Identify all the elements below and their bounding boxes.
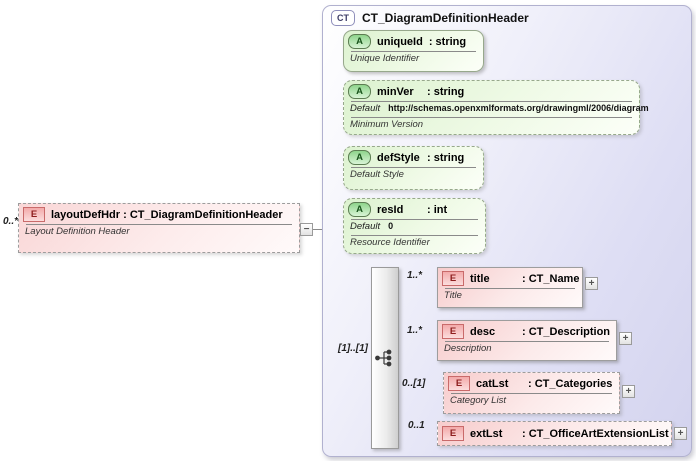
element-description: Description (444, 343, 492, 354)
element-description: Layout Definition Header (25, 226, 130, 237)
title-multiplicity: 1..* (407, 270, 423, 281)
attribute-badge: A (348, 34, 371, 49)
attribute-box-minver[interactable]: A minVer : string Default http://schemas… (343, 80, 649, 135)
element-box-catlst[interactable]: E catLst : CT_Categories Category List (443, 372, 620, 414)
divider (351, 219, 478, 220)
divider (351, 235, 478, 236)
element-badge: E (442, 324, 464, 339)
element-type: : CT_Categories (528, 377, 613, 390)
element-type: : CT_OfficeArtExtensionList (522, 427, 669, 440)
extlst-multiplicity: 0..1 (408, 420, 425, 431)
collapse-icon[interactable]: − (300, 223, 313, 236)
attribute-badge: A (348, 150, 371, 165)
attribute-name: minVer (377, 85, 414, 98)
sequence-multiplicity: [1]..[1] (338, 343, 368, 354)
sequence-icon (374, 348, 396, 368)
divider (26, 224, 292, 225)
attribute-name: resId (377, 203, 404, 216)
catlst-multiplicity: 0..[1] (402, 378, 426, 389)
default-value: http://schemas.openxmlformats.org/drawin… (388, 103, 649, 113)
element-box-layoutdefhdr[interactable]: E layoutDefHdr : CT_DiagramDefinitionHea… (18, 203, 300, 253)
complextype-header: CT CT_DiagramDefinitionHeader (331, 10, 529, 26)
attribute-description: Unique Identifier (350, 53, 420, 64)
attribute-description: Resource Identifier (350, 237, 430, 248)
attribute-description: Minimum Version (350, 119, 424, 130)
element-name: title (470, 272, 490, 285)
expand-icon[interactable]: + (622, 385, 635, 398)
element-box-title[interactable]: E title : CT_Name Title (437, 267, 583, 308)
attribute-type: : string (427, 151, 465, 164)
element-box-extlst[interactable]: E extLst : CT_OfficeArtExtensionList (437, 421, 672, 446)
element-type: : CT_Name (522, 272, 580, 285)
default-label: Default (350, 221, 381, 232)
attribute-box-uniqueid[interactable]: A uniqueId : string Unique Identifier (343, 30, 484, 72)
expand-icon[interactable]: + (619, 332, 632, 345)
default-value: 0 (388, 221, 394, 231)
element-title: layoutDefHdr : CT_DiagramDefinitionHeade… (51, 208, 283, 221)
element-badge: E (448, 376, 470, 391)
sequence-compositor[interactable] (371, 267, 399, 449)
attribute-badge: A (348, 202, 371, 217)
attribute-box-defstyle[interactable]: A defStyle : string Default Style (343, 146, 484, 190)
element-name: catLst (476, 377, 509, 390)
expand-icon[interactable]: + (585, 277, 598, 290)
desc-multiplicity: 1..* (407, 325, 423, 336)
element-name: extLst (470, 427, 503, 440)
element-badge: E (23, 207, 45, 222)
complextype-badge: CT (331, 10, 355, 26)
attribute-type: : string (428, 35, 467, 48)
element-type: : CT_Description (522, 325, 611, 338)
divider (451, 393, 612, 394)
attribute-badge: A (348, 84, 371, 99)
default-label: Default (350, 103, 381, 114)
attribute-name: defStyle (377, 151, 420, 164)
element-badge: E (442, 426, 464, 441)
attribute-name: uniqueId (377, 35, 423, 48)
divider (445, 288, 575, 289)
divider (351, 51, 476, 52)
attribute-type: : int (427, 203, 448, 216)
element-description: Category List (450, 395, 506, 406)
attribute-box-resid[interactable]: A resId : int Default 0 Resource Identif… (343, 198, 486, 254)
divider (351, 117, 632, 118)
element-box-desc[interactable]: E desc : CT_Description Description (437, 320, 617, 361)
element-name: desc (470, 325, 496, 338)
attribute-type: : string (427, 85, 465, 98)
divider (351, 167, 476, 168)
source-multiplicity: 0..* (3, 216, 19, 227)
divider (445, 341, 609, 342)
expand-icon[interactable]: + (674, 427, 687, 440)
element-badge: E (442, 271, 464, 286)
attribute-description: Default Style (350, 169, 404, 180)
element-description: Title (444, 290, 462, 301)
divider (351, 101, 632, 102)
complextype-title: CT_DiagramDefinitionHeader (362, 11, 529, 25)
